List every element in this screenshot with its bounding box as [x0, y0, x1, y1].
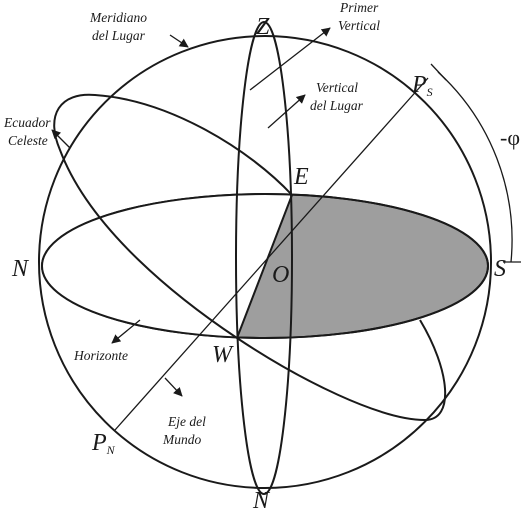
meridian-label-1: Meridiano	[89, 10, 147, 25]
north-label: N	[11, 256, 30, 282]
zenith-label: Z	[256, 14, 270, 40]
south-label: S	[494, 256, 506, 282]
vertical-pointer	[267, 94, 306, 129]
vertical-label-2: del Lugar	[310, 98, 364, 113]
latitude-arc	[437, 71, 513, 263]
pole-north-label: PN	[91, 430, 116, 457]
pole-south-label: PS	[411, 72, 433, 99]
west-label: W	[212, 342, 234, 368]
prime-vertical-pointer	[249, 27, 331, 91]
horizon-outline	[41, 193, 489, 339]
axis-pointer	[164, 377, 183, 397]
meridian-circle	[38, 35, 492, 489]
vertical-label-1: Vertical	[316, 80, 358, 95]
west-east-line	[236, 194, 293, 339]
celestial-equator-upper	[53, 93, 293, 339]
celestial-equator-lower	[236, 319, 446, 422]
prime-vertical-label-2: Vertical	[338, 18, 380, 33]
world-axis	[114, 77, 429, 431]
nadir-label: N	[252, 488, 271, 514]
prime-vertical-circle	[235, 21, 293, 495]
equator-label-1: Ecuador	[3, 115, 51, 130]
latitude-label: -φ	[500, 125, 520, 150]
horizon-pointer	[111, 319, 141, 344]
latitude-tick-top	[430, 63, 447, 81]
east-label: E	[293, 164, 309, 190]
axis-label-1: Eje del	[167, 414, 206, 429]
center-label: O	[272, 262, 289, 288]
axis-label-2: Mundo	[162, 432, 201, 447]
equator-pointer	[51, 129, 71, 149]
meridian-label-2: del Lugar	[92, 28, 146, 43]
equator-label-2: Celeste	[8, 133, 48, 148]
prime-vertical-label-1: Primer	[339, 0, 379, 15]
horizon-label: Horizonte	[73, 348, 128, 363]
meridian-pointer	[169, 34, 189, 48]
